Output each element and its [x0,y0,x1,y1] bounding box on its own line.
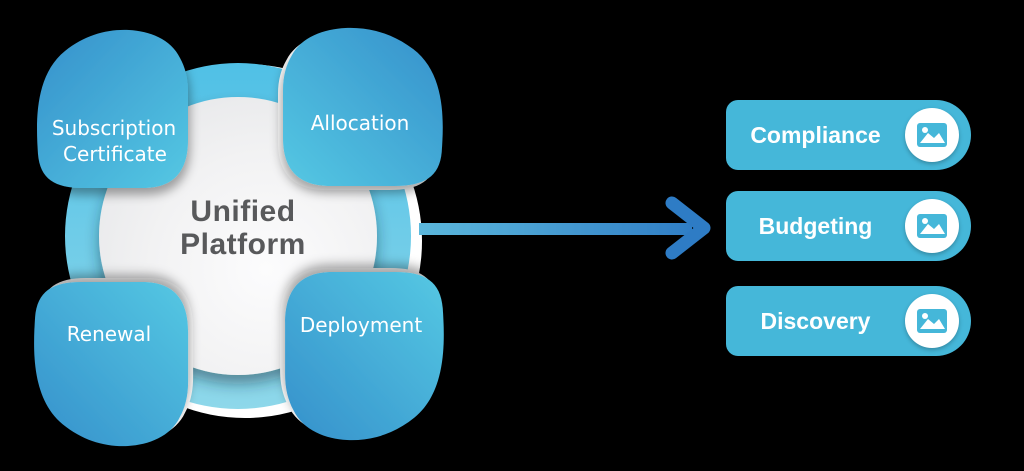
petal-label-certificate: Certificate [63,142,167,166]
pill-icon-badge [905,199,959,253]
pill-label: Discovery [760,307,871,334]
petal-allocation [283,27,443,187]
image-icon [917,214,947,238]
pill-compliance[interactable]: Compliance [726,100,971,170]
pill-label: Budgeting [758,212,873,239]
pill-label: Compliance [750,121,881,148]
petal-label-renewal: Renewal [67,322,151,346]
pill-discovery[interactable]: Discovery [726,286,971,356]
image-icon [917,123,947,147]
image-icon [917,309,947,333]
pill-icon-badge [905,108,959,162]
pill-icon-badge [905,294,959,348]
petal-deployment [285,272,444,441]
arrow-head [665,196,711,260]
petal-label-allocation: Allocation [311,111,410,135]
platform-title-line-1: Unified [190,195,295,228]
flow-arrow [419,196,711,260]
petal-renewal [34,281,189,447]
petal-label-subscription: Subscription [52,116,176,140]
pill-budgeting[interactable]: Budgeting [726,191,971,261]
petal-label-deployment: Deployment [300,313,422,337]
platform-title-line-2: Platform [180,228,306,261]
